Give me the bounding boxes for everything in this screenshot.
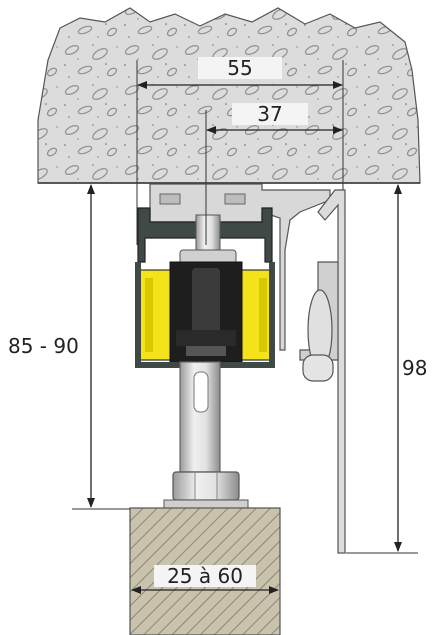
trolley-wheel-right	[237, 269, 275, 361]
hex-nut	[172, 471, 240, 501]
dim-label-85-90: 85 - 90	[4, 334, 83, 358]
trolley-wheel-left	[137, 269, 175, 361]
dim-label-55: 55	[198, 57, 282, 79]
dim-label-98: 98	[400, 356, 430, 380]
hanger-bolt-top	[195, 214, 221, 251]
dim-label-37: 37	[232, 103, 308, 125]
ceiling-concrete	[37, 7, 421, 184]
dim-label-25-60: 25 à 60	[154, 565, 256, 587]
hanger-stem	[179, 361, 221, 473]
